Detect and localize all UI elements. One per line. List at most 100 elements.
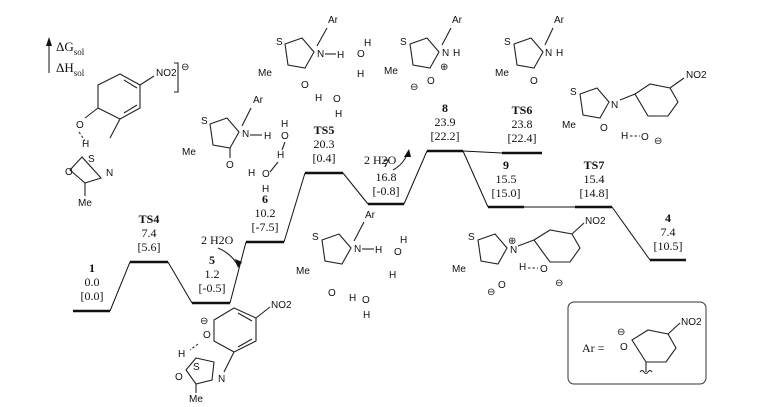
energy-levels <box>73 149 686 313</box>
svg-text:NO2: NO2 <box>681 317 702 328</box>
svg-text:2 H2O: 2 H2O <box>364 153 397 167</box>
svg-text:7.4: 7.4 <box>142 226 157 240</box>
svg-text:N: N <box>442 48 449 59</box>
svg-text:Ar: Ar <box>365 210 376 221</box>
svg-text:S: S <box>193 362 200 373</box>
structure-TS6: S N H Ar Me O <box>495 15 565 87</box>
svg-text:Me: Me <box>562 120 576 131</box>
svg-text:S: S <box>312 232 319 243</box>
label-TS5: TS5 20.3 [0.4] <box>313 123 336 165</box>
label-4: 4 7.4 [10.5] <box>654 211 683 253</box>
svg-text:15.5: 15.5 <box>496 172 517 186</box>
svg-text:NO2: NO2 <box>271 300 292 311</box>
svg-text:7: 7 <box>383 156 389 170</box>
svg-text:Me: Me <box>452 264 466 275</box>
svg-text:Ar: Ar <box>452 15 463 26</box>
legend: ΔGsol ΔHsol <box>46 37 85 78</box>
svg-text:[14.8]: [14.8] <box>580 186 609 200</box>
svg-text:Me: Me <box>258 68 272 79</box>
svg-text:0.0: 0.0 <box>85 275 100 289</box>
svg-text:H: H <box>82 139 89 150</box>
svg-text:S: S <box>468 232 475 243</box>
svg-text:9: 9 <box>503 158 509 172</box>
svg-text:H: H <box>621 131 628 142</box>
svg-text:O: O <box>600 123 608 134</box>
svg-text:[-7.5]: [-7.5] <box>252 220 279 234</box>
svg-text:O: O <box>620 342 628 353</box>
svg-text:O: O <box>76 120 84 131</box>
svg-text:1.2: 1.2 <box>205 267 220 281</box>
svg-text:H: H <box>389 270 396 281</box>
svg-text:Me: Me <box>189 394 203 405</box>
label-5: 5 1.2 [-0.5] <box>199 253 226 295</box>
svg-text:O: O <box>262 169 270 180</box>
label-TS4: TS4 7.4 [5.6] <box>138 212 161 254</box>
svg-text:O: O <box>175 372 183 383</box>
svg-text:[22.2]: [22.2] <box>431 129 460 143</box>
svg-text:H: H <box>264 131 271 142</box>
svg-text:16.8: 16.8 <box>376 170 397 184</box>
svg-text:S: S <box>400 37 407 48</box>
svg-text:5: 5 <box>209 253 215 267</box>
svg-text:O: O <box>203 330 211 341</box>
svg-text:O: O <box>333 94 341 105</box>
svg-text:O: O <box>498 280 506 291</box>
svg-text:H: H <box>262 184 269 195</box>
svg-text:Ar: Ar <box>554 15 565 26</box>
svg-text:4: 4 <box>665 211 671 225</box>
svg-text:H: H <box>178 349 185 360</box>
label-7: 7 16.8 [-0.8] <box>373 156 400 198</box>
svg-text:⊖: ⊖ <box>617 327 625 338</box>
svg-text:⊕: ⊕ <box>508 236 516 247</box>
level-labels: 1 0.0 [0.0] TS4 7.4 [5.6] 5 1.2 [-0.5] 6… <box>81 101 683 303</box>
svg-text:⊖: ⊖ <box>200 316 208 327</box>
svg-text:O: O <box>394 247 402 258</box>
svg-text:O: O <box>357 49 365 60</box>
svg-text:7.4: 7.4 <box>661 225 676 239</box>
svg-text:TS5: TS5 <box>314 123 335 137</box>
svg-text:Me: Me <box>495 68 509 79</box>
svg-text:⊖: ⊖ <box>555 278 563 289</box>
svg-text:N: N <box>106 168 113 179</box>
svg-text:H: H <box>556 48 563 59</box>
svg-text:TS4: TS4 <box>139 212 160 226</box>
label-8: 8 23.9 [22.2] <box>431 101 460 143</box>
svg-text:O: O <box>641 132 649 143</box>
svg-text:N: N <box>510 245 517 256</box>
svg-text:2 H2O: 2 H2O <box>201 233 234 247</box>
svg-text:S: S <box>504 37 511 48</box>
svg-text:⊖: ⊖ <box>410 82 418 93</box>
structure-TS4: NO2 ⊖ O O S N H Me <box>65 62 189 209</box>
svg-text:H: H <box>357 69 364 80</box>
ar-definition-box: Ar = ⊖ O NO2 <box>567 301 707 385</box>
svg-text:O: O <box>530 76 538 87</box>
svg-text:H: H <box>337 50 344 61</box>
svg-text:N: N <box>611 100 618 111</box>
svg-text:N: N <box>242 129 249 140</box>
svg-text:O: O <box>65 167 73 178</box>
svg-text:[-0.8]: [-0.8] <box>373 184 400 198</box>
svg-text:H: H <box>375 245 382 256</box>
svg-text:NO2: NO2 <box>156 68 177 79</box>
label-1: 1 0.0 [0.0] <box>81 261 104 303</box>
svg-text:Me: Me <box>78 198 92 209</box>
label-TS7: TS7 15.4 [14.8] <box>580 158 609 200</box>
label-6: 6 10.2 [-7.5] <box>252 192 279 234</box>
structure-6: S N Ar Me O H O H H H O H <box>182 95 289 195</box>
svg-text:H: H <box>349 293 356 304</box>
svg-text:23.8: 23.8 <box>512 117 533 131</box>
structure-TS5: S N Ar Me O H O H H H O H <box>258 15 371 120</box>
svg-text:[5.6]: [5.6] <box>138 240 161 254</box>
svg-text:H: H <box>363 310 370 321</box>
svg-text:H: H <box>364 38 371 49</box>
svg-text:15.4: 15.4 <box>584 172 605 186</box>
svg-text:O: O <box>328 288 336 299</box>
svg-text:Me: Me <box>182 147 196 158</box>
svg-text:O: O <box>362 295 370 306</box>
svg-text:NO2: NO2 <box>686 70 707 81</box>
water-addition-2: 2 H2O <box>364 149 411 171</box>
svg-text:8: 8 <box>442 101 448 115</box>
svg-text:⊖: ⊖ <box>181 62 189 73</box>
svg-text:H: H <box>277 150 284 161</box>
